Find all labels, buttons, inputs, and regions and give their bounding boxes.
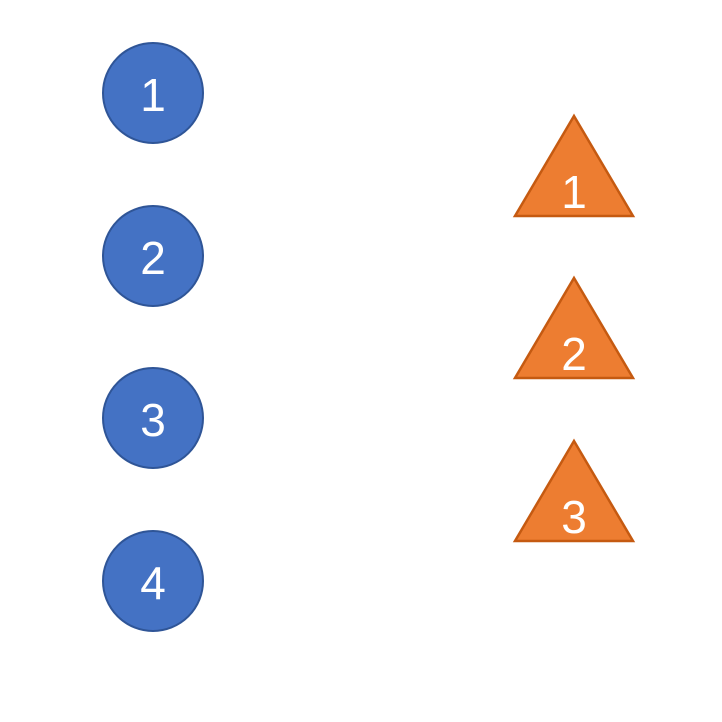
circle-label: 4 [140, 557, 166, 609]
triangle-shape [512, 113, 636, 218]
triangle-label: 2 [561, 328, 587, 380]
circle-shape [102, 530, 204, 632]
circle-node-2: 2 [102, 205, 204, 307]
circle-node-3: 3 [102, 367, 204, 469]
triangle-shape [512, 275, 636, 380]
triangle-node-3: 3 [512, 438, 636, 543]
circle-shape [102, 42, 204, 144]
circle-shape [102, 205, 204, 307]
circle-label: 2 [140, 232, 166, 284]
triangle-node-1: 1 [512, 113, 636, 218]
triangle-node-2: 2 [512, 275, 636, 380]
circle-label: 1 [140, 69, 166, 121]
circle-node-1: 1 [102, 42, 204, 144]
triangle-label: 3 [561, 491, 587, 543]
triangle-shape [512, 438, 636, 543]
circle-node-4: 4 [102, 530, 204, 632]
triangle-label: 1 [561, 166, 587, 218]
circle-shape [102, 367, 204, 469]
circle-label: 3 [140, 394, 166, 446]
